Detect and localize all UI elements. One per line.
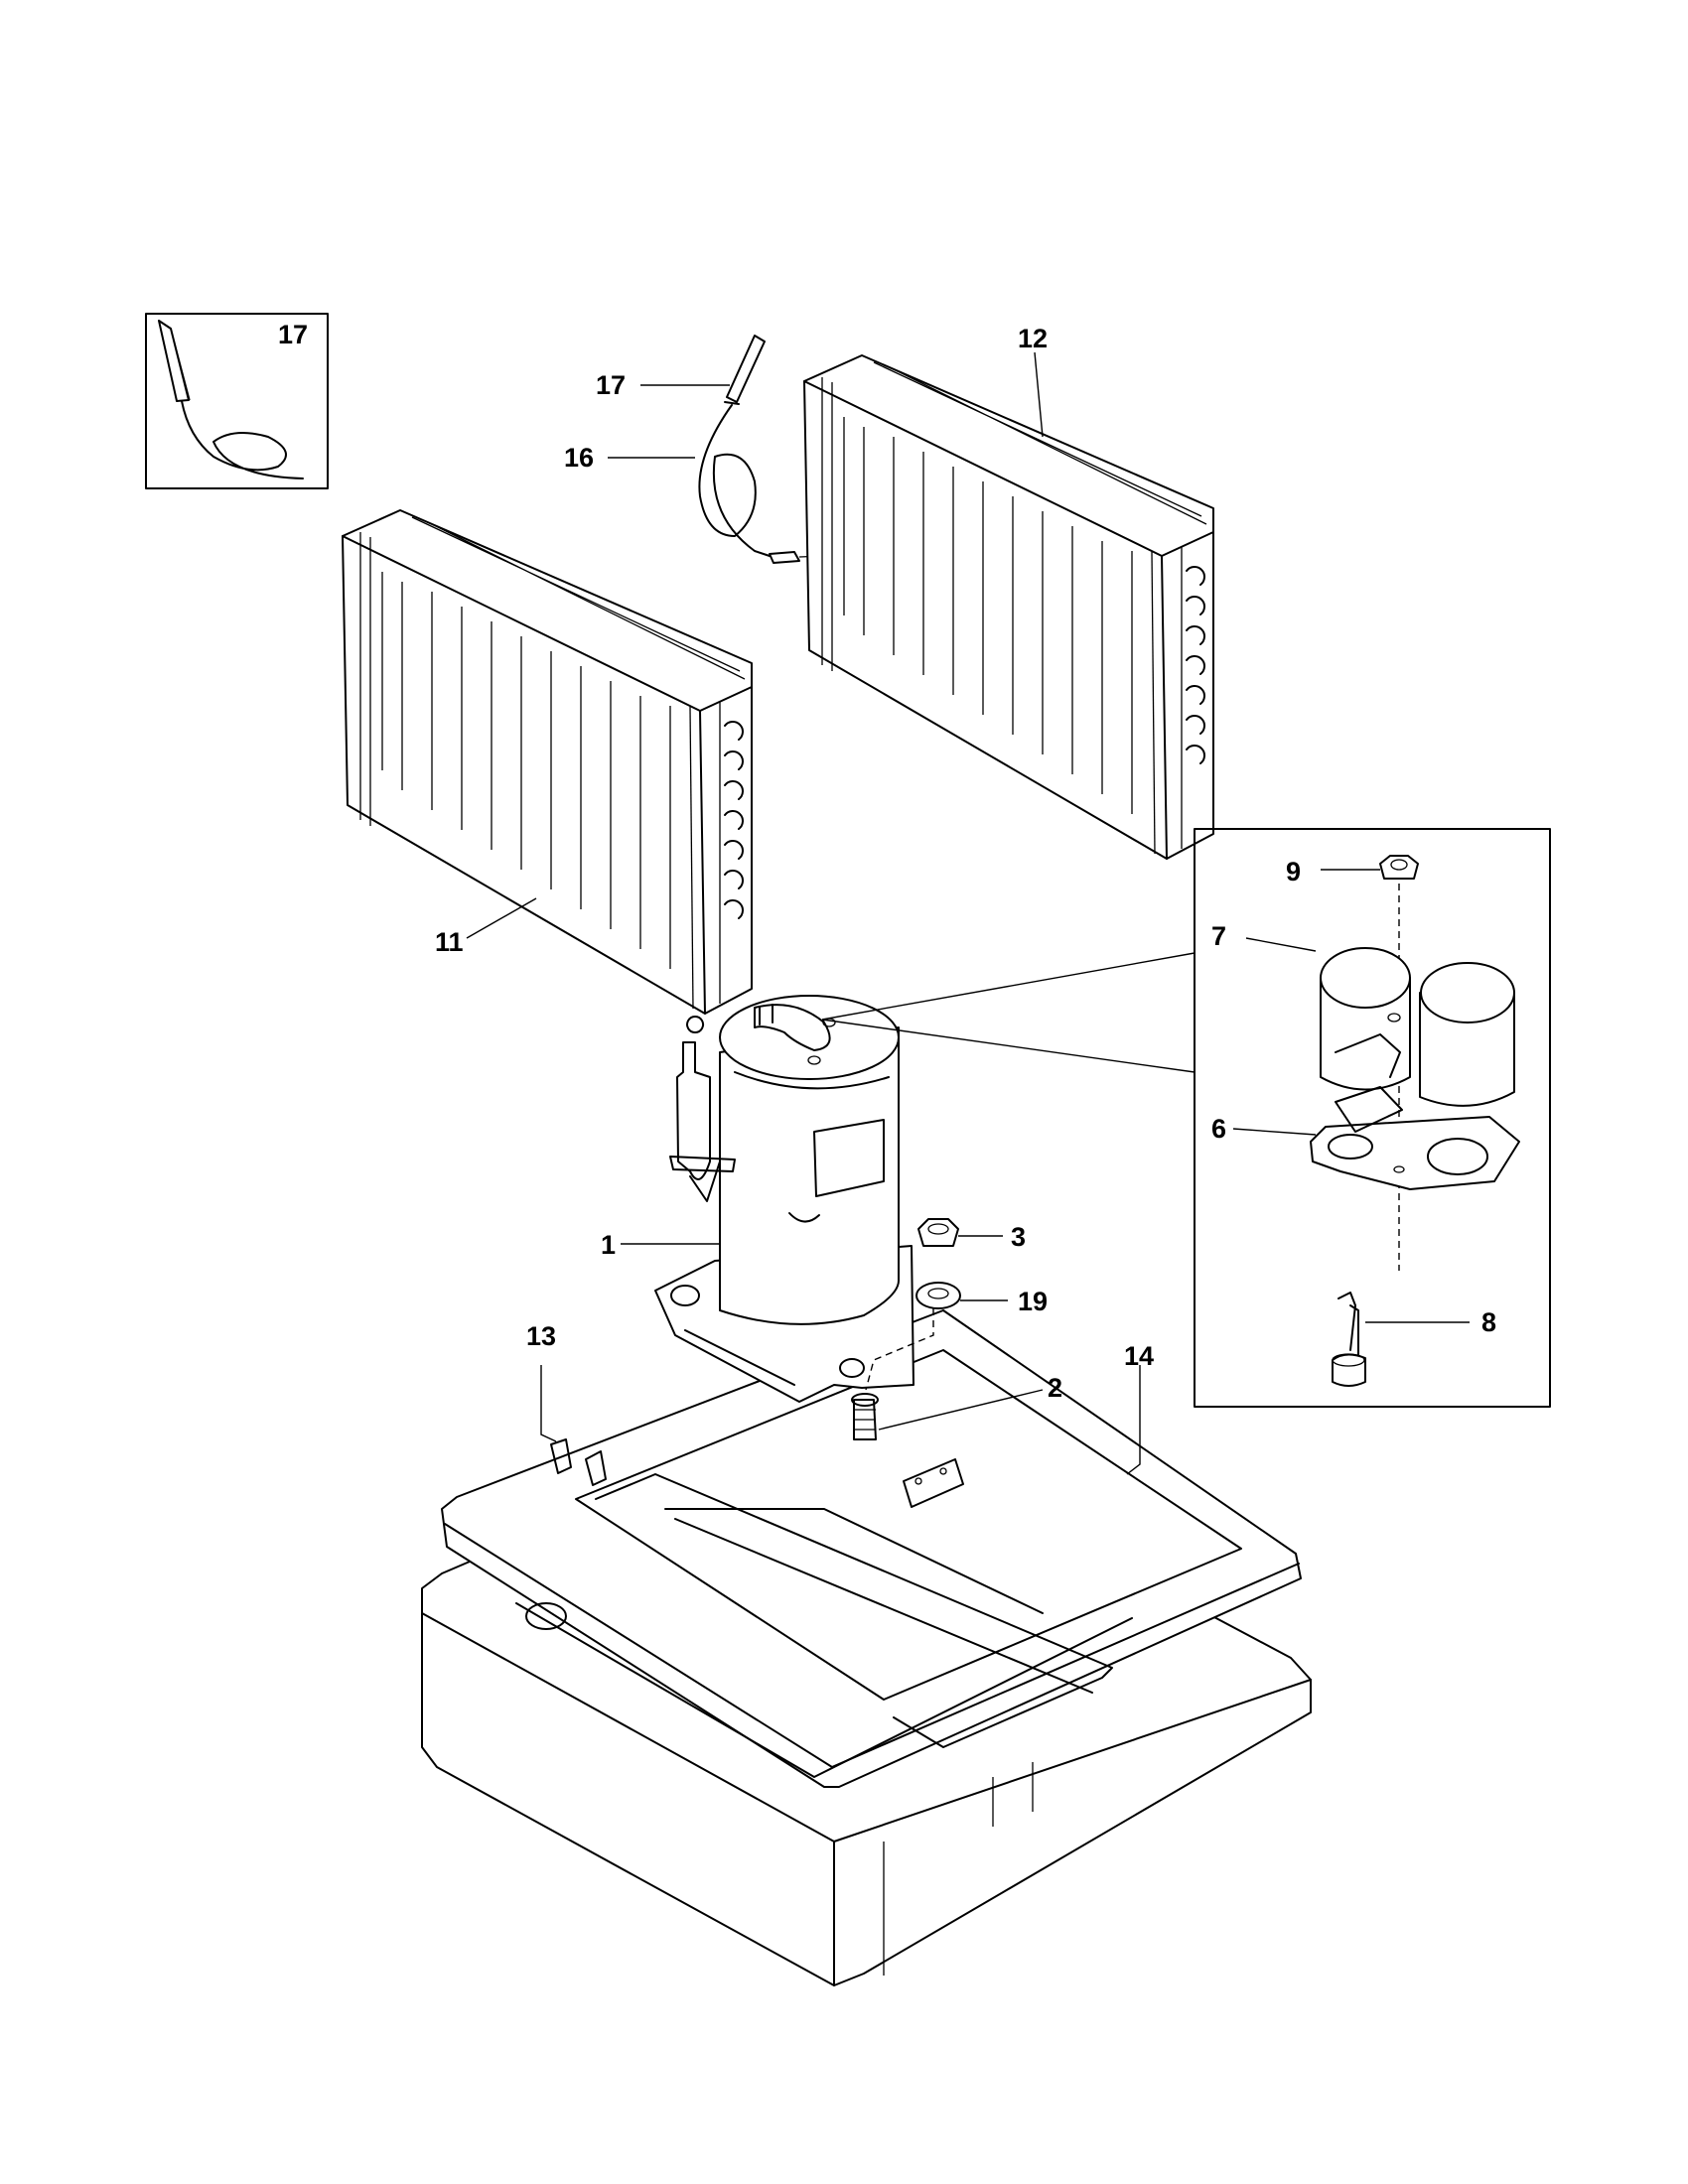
drain-pan-13 bbox=[441, 1309, 1302, 1788]
callout-9: 9 bbox=[1286, 857, 1301, 887]
callout-13: 13 bbox=[526, 1321, 556, 1351]
compressor-accumulator bbox=[669, 1016, 736, 1202]
inset-thermistor-box bbox=[145, 313, 329, 489]
compressor-1 bbox=[654, 995, 914, 1403]
capacitor-7 bbox=[1320, 947, 1515, 1107]
callout-labels: 17 17 16 12 11 9 7 6 8 1 3 19 13 14 2 bbox=[278, 320, 1496, 1403]
callout-16: 16 bbox=[564, 443, 594, 473]
callout-6: 6 bbox=[1211, 1114, 1226, 1144]
terminal-clip-8 bbox=[1332, 1292, 1366, 1387]
washer-19 bbox=[915, 1282, 961, 1309]
detail-box bbox=[1194, 828, 1551, 1408]
mounting-axis-line bbox=[865, 1308, 934, 1391]
callout-7: 7 bbox=[1211, 921, 1226, 951]
detail-pointer-lines bbox=[821, 952, 1196, 1073]
callout-1: 1 bbox=[601, 1230, 616, 1260]
coil-12-hairpin-bends bbox=[1186, 566, 1205, 764]
callout-17-inset: 17 bbox=[278, 320, 308, 349]
nut-3 bbox=[917, 1218, 959, 1247]
coil-11-fin-texture bbox=[381, 516, 746, 969]
callout-14: 14 bbox=[1124, 1341, 1154, 1371]
leader-lines bbox=[466, 351, 1470, 1475]
coil-12-fin-texture bbox=[843, 361, 1207, 814]
thermistor-sensor bbox=[698, 335, 825, 564]
condenser-coil-11 bbox=[342, 509, 753, 1015]
callout-12: 12 bbox=[1018, 324, 1048, 353]
callout-11: 11 bbox=[435, 927, 464, 957]
bracket-6 bbox=[1310, 1086, 1520, 1190]
capacitor-nut-9 bbox=[1379, 855, 1419, 880]
callout-19: 19 bbox=[1018, 1287, 1048, 1316]
condenser-coil-12 bbox=[803, 354, 1214, 860]
callout-3: 3 bbox=[1011, 1222, 1026, 1252]
callout-8: 8 bbox=[1481, 1307, 1496, 1337]
grommet-2 bbox=[851, 1393, 879, 1440]
callout-17: 17 bbox=[596, 370, 626, 400]
drain-pan-13-rear-lip bbox=[550, 1438, 607, 1486]
callout-2: 2 bbox=[1048, 1373, 1062, 1403]
coil-11-hairpin-bends bbox=[724, 721, 744, 919]
